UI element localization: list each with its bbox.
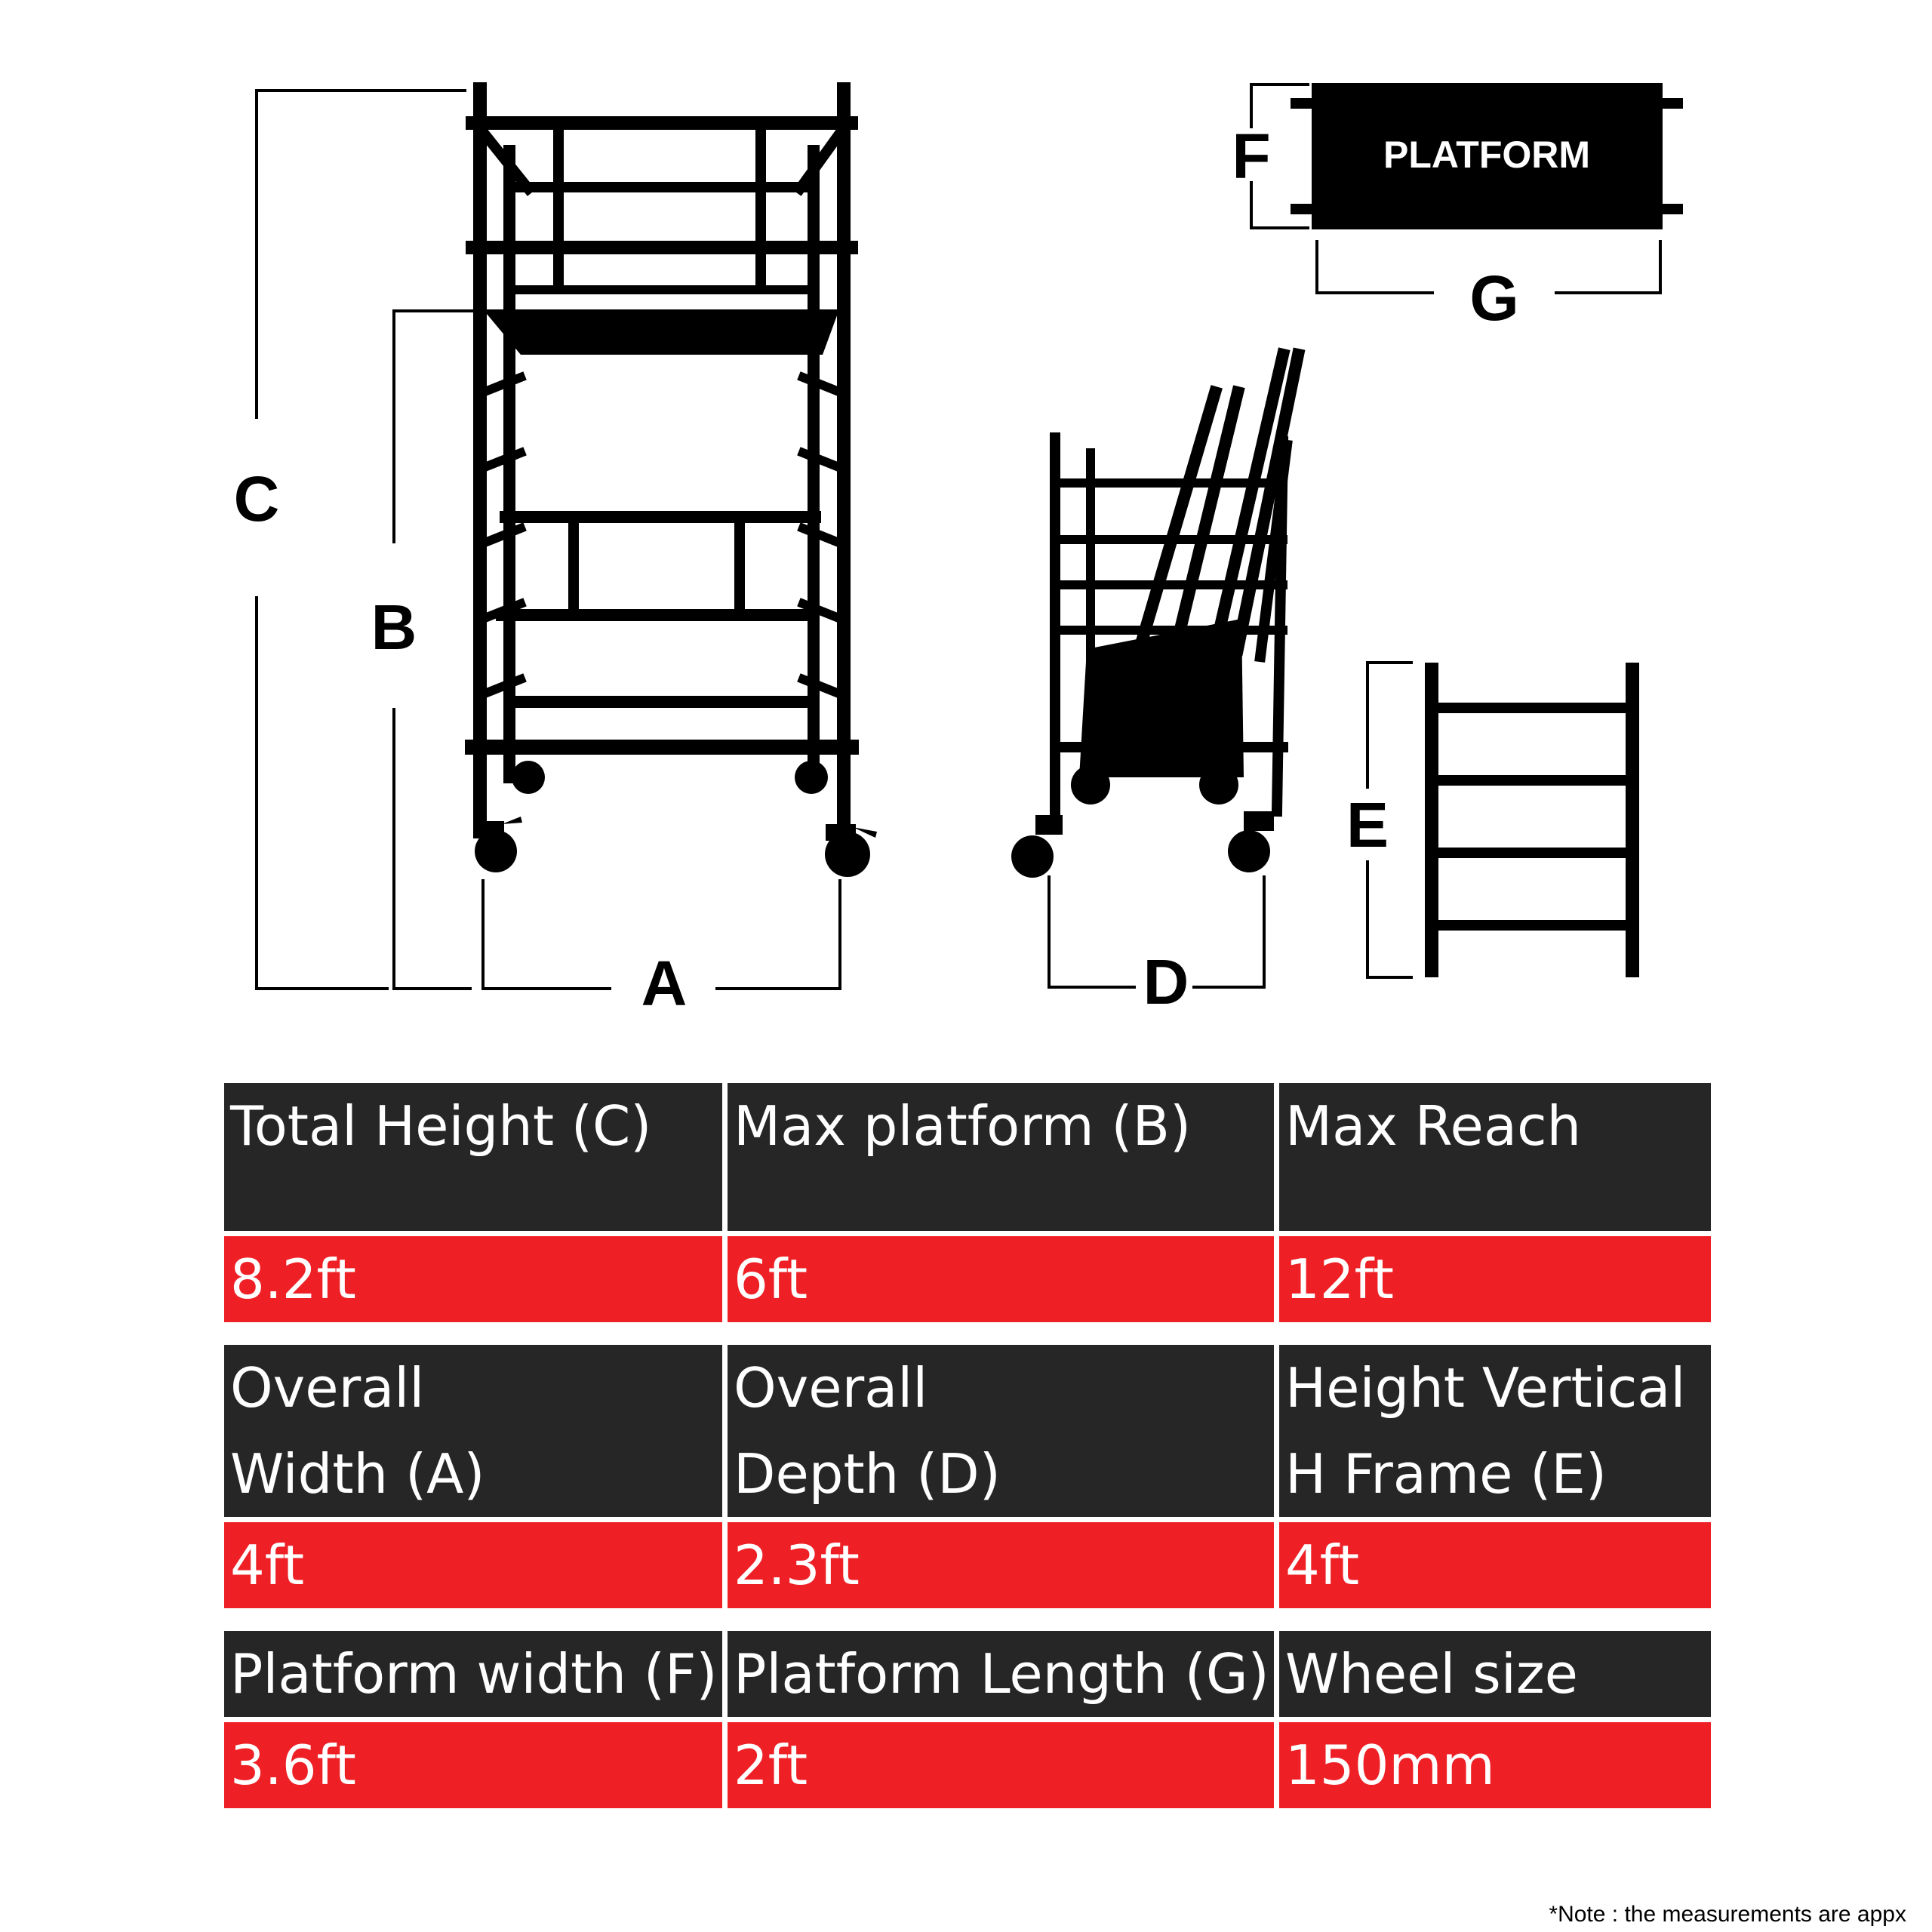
spec-label-cell: Max Reach xyxy=(1279,1083,1711,1231)
spec-label-cell: Height Vertical H Frame (E) xyxy=(1279,1345,1711,1517)
spec-label-cell: Wheel size xyxy=(1279,1631,1711,1717)
spec-label-cell: Overall Width (A) xyxy=(224,1345,722,1517)
platform-label: PLATFORM xyxy=(1383,134,1590,176)
spec-header-row: Overall Width (A)Overall Depth (D)Height… xyxy=(224,1345,1711,1517)
spec-spacer-cell xyxy=(224,1614,1711,1626)
dimension-label-c: C xyxy=(234,463,280,534)
scaffold-front-view xyxy=(465,82,859,838)
spec-value-cell: 4ft xyxy=(224,1522,722,1608)
specifications-table-body: Total Height (C)Max platform (B)Max Reac… xyxy=(224,1083,1711,1808)
platform-top-view: PLATFORM xyxy=(1291,83,1683,229)
dimension-lines-platform xyxy=(1250,83,1662,294)
spec-value-cell: 4ft xyxy=(1279,1522,1711,1608)
scaffold-dimension-diagram: C B A xyxy=(234,82,1683,1019)
spec-row-spacer xyxy=(224,1327,1711,1340)
spec-label-cell: Platform Length (G) xyxy=(728,1631,1274,1717)
specifications-table: Total Height (C)Max platform (B)Max Reac… xyxy=(219,1078,1716,1814)
dimension-label-f: F xyxy=(1232,121,1270,192)
dimension-label-e: E xyxy=(1346,789,1389,860)
spec-header-row: Total Height (C)Max platform (B)Max Reac… xyxy=(224,1083,1711,1231)
measurement-note: *Note : the measurements are appx xyxy=(1549,1902,1906,1927)
spec-spacer-cell xyxy=(224,1327,1711,1340)
folded-platform-panel xyxy=(1079,619,1244,777)
spec-value-cell: 6ft xyxy=(728,1236,1274,1322)
spec-header-row: Platform width (F)Platform Length (G)Whe… xyxy=(224,1631,1711,1717)
platform-deck-front xyxy=(483,309,839,355)
spec-value-cell: 12ft xyxy=(1279,1236,1711,1322)
dimension-label-a: A xyxy=(641,948,688,1019)
dimension-lines-folded xyxy=(1048,875,1266,989)
dimension-label-d: D xyxy=(1143,946,1189,1017)
dimension-label-b: B xyxy=(371,592,417,663)
spec-value-cell: 2.3ft xyxy=(728,1522,1274,1608)
dimension-lines-h-frame xyxy=(1366,661,1413,979)
dimension-label-g: G xyxy=(1469,263,1518,334)
spec-label-cell: Total Height (C) xyxy=(224,1083,722,1231)
caster-wheels-front xyxy=(474,761,877,877)
caster-wheels-folded xyxy=(1011,765,1274,878)
h-frame-view xyxy=(1425,663,1639,977)
spec-label-cell: Overall Depth (D) xyxy=(728,1345,1274,1517)
dimension-lines-front xyxy=(255,89,841,990)
spec-value-cell: 150mm xyxy=(1279,1722,1711,1808)
spec-value-cell: 2ft xyxy=(728,1722,1274,1808)
spec-value-cell: 8.2ft xyxy=(224,1236,722,1322)
spec-value-cell: 3.6ft xyxy=(224,1722,722,1808)
spec-row-spacer xyxy=(224,1614,1711,1626)
spec-label-cell: Max platform (B) xyxy=(728,1083,1274,1231)
spec-label-cell: Platform width (F) xyxy=(224,1631,722,1717)
